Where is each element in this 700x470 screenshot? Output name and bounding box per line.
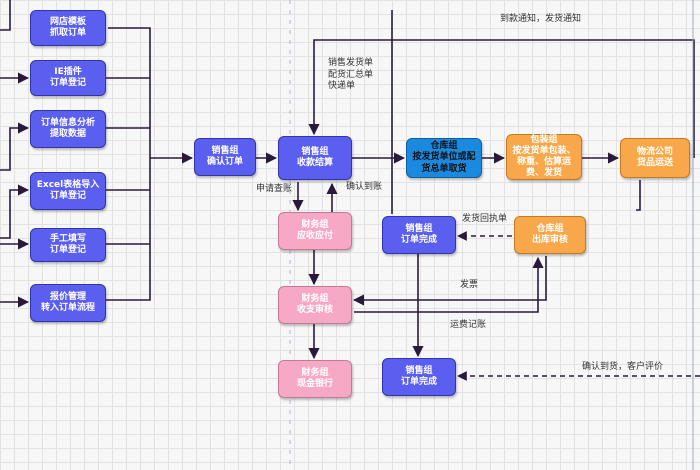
- node-finance-review[interactable]: 财务组 收支审核: [278, 286, 352, 324]
- node-order-analysis[interactable]: 订单信息分析 提取数据: [30, 110, 106, 148]
- node-sales-done-1[interactable]: 销售组 订单完成: [382, 216, 456, 254]
- edge-review-out: [354, 256, 544, 313]
- node-shop-template[interactable]: 网店模板 抓取订单: [30, 10, 106, 46]
- label-freight: 运费记账: [450, 320, 487, 330]
- label-arrival-notice: 到款通知，发货通知: [500, 14, 582, 24]
- node-finance-receivable[interactable]: 财务组 应收应付: [278, 212, 352, 250]
- node-pack[interactable]: 包装组 按发货单包装、 称重、估算运 费、发货: [506, 134, 582, 180]
- edge-left-3: [0, 122, 30, 171]
- node-finance-cash[interactable]: 财务组 现金银行: [278, 360, 352, 398]
- node-quote-mgmt[interactable]: 报价管理 转入订单流程: [30, 284, 106, 322]
- edge-left-4: [0, 184, 30, 239]
- edge-top-loop: [308, 39, 695, 158]
- label-receipt: 发货回执单: [462, 214, 508, 224]
- node-sales-confirm[interactable]: 销售组 确认订单: [194, 138, 256, 176]
- node-manual-fill[interactable]: 手工填写 订单登记: [30, 228, 106, 262]
- label-invoice: 发票: [460, 280, 479, 290]
- label-confirm-arrival: 确认到账: [346, 182, 383, 192]
- node-warehouse-pick[interactable]: 仓库组 按发货单位或配 货总单取货: [406, 138, 482, 178]
- edge-bus: [106, 27, 151, 301]
- edge-invoice: [352, 256, 547, 306]
- label-docs: 销售发货单 配货汇总单 快递单: [328, 58, 374, 92]
- node-ie-plugin[interactable]: IE插件 订单登记: [30, 60, 106, 96]
- label-check-account: 申请查账: [256, 184, 293, 194]
- node-sales-collect[interactable]: 销售组 收款结算: [278, 136, 352, 180]
- label-customer-eval: 确认到货，客户评价: [582, 362, 664, 372]
- edge-left-1: [0, 0, 11, 31]
- node-warehouse-out[interactable]: 仓库组 出库审核: [514, 216, 586, 254]
- node-sales-done-2[interactable]: 销售组 订单完成: [382, 358, 456, 396]
- edge-out-loop: [636, 180, 641, 211]
- node-logistics[interactable]: 物流公司 货品运送: [620, 138, 690, 178]
- node-excel-import[interactable]: Excel表格导入 订单登记: [30, 172, 106, 210]
